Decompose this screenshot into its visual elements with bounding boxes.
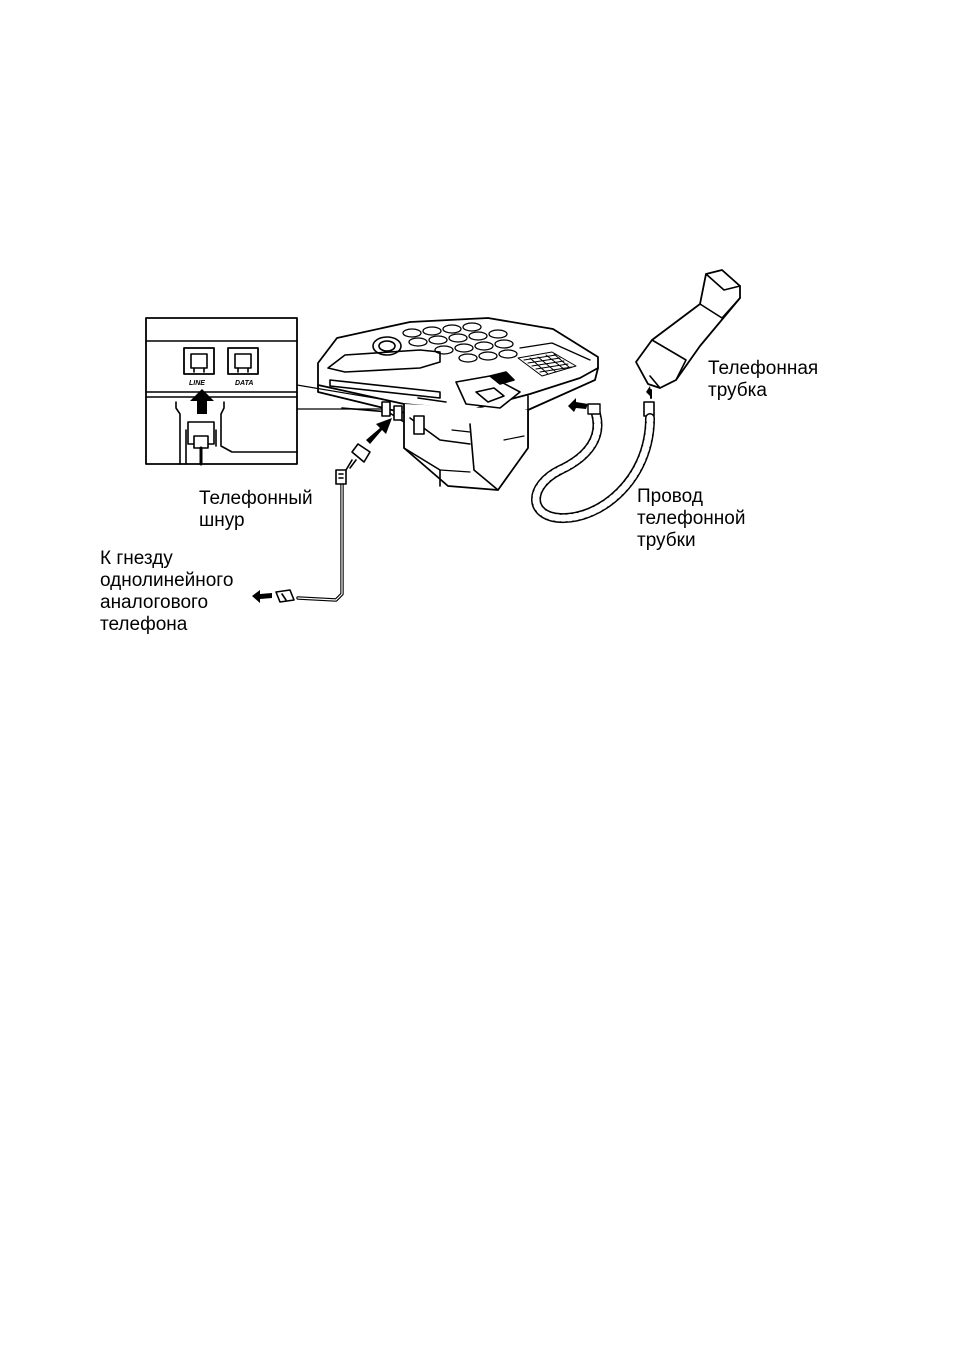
line-cord-label: Телефонный шнур [199,488,313,532]
coiled-handset-cord [536,398,650,518]
data-jack-icon [228,348,258,374]
handset-cord-label: Провод телефонной трубки [637,486,745,552]
wall-jack-arrow-icon [252,590,272,603]
handset-label: Телефонная трубка [708,358,818,402]
handset-cord-arrow-icon [568,398,588,412]
wall-jack-label: К гнезду однолинейного аналогового телеф… [100,548,233,636]
data-jack-label: DATA [235,380,253,387]
line-jack-label: LINE [189,380,205,387]
line-cord-arrow-icon [366,418,392,444]
phone-base-unit [318,318,598,490]
line-jack-icon [184,348,214,374]
